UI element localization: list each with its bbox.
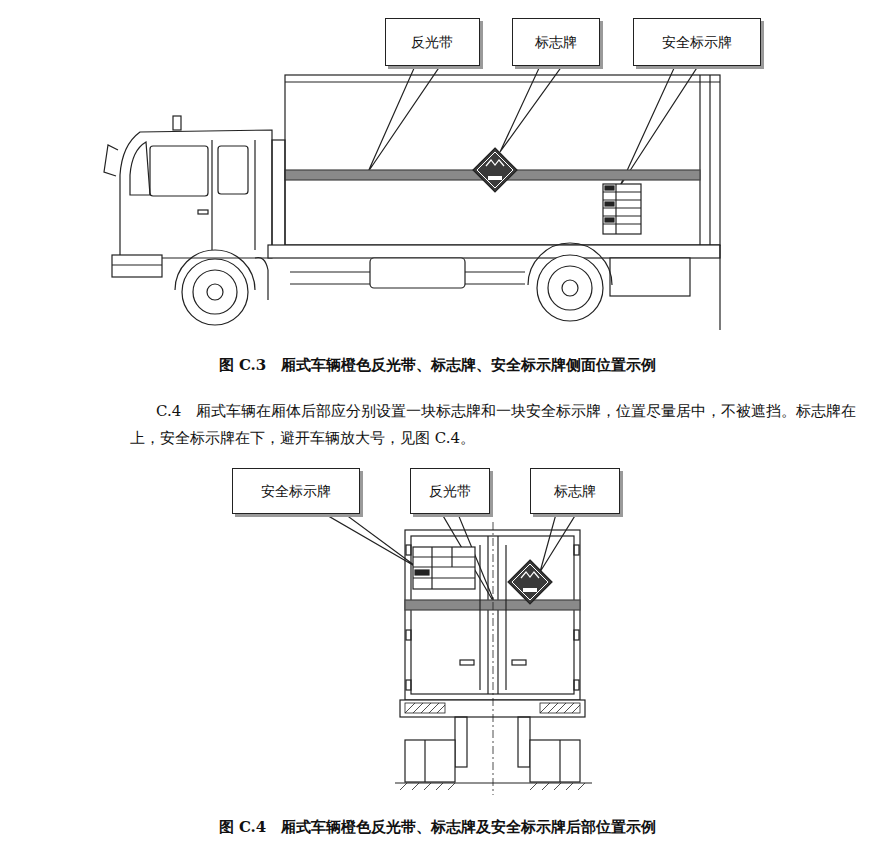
callout-text: 安全标示牌 xyxy=(662,34,732,51)
reflective-band xyxy=(405,600,580,610)
callout-box: 反光带 xyxy=(385,18,480,66)
safety-plate xyxy=(603,184,641,234)
callout-text: 标志牌 xyxy=(554,483,596,500)
callout-tail xyxy=(500,66,562,152)
callout-box: 反光带 xyxy=(410,468,490,514)
hazard-sign xyxy=(508,560,552,604)
callout-text: 反光带 xyxy=(429,483,471,500)
cargo-box xyxy=(285,75,720,245)
callout-tail xyxy=(325,514,418,568)
wheel xyxy=(175,250,255,325)
callout-tail xyxy=(540,514,576,572)
body-paragraph: C.4 厢式车辆在厢体后部应分别设置一块标志牌和一块安全标示牌，位置尽量居中，不… xyxy=(130,398,865,452)
callout-text: 标志牌 xyxy=(535,34,577,51)
figure-caption: 图 C.3 厢式车辆橙色反光带、标志牌、安全标示牌侧面位置示例 xyxy=(0,356,875,375)
callout-box: 安全标示牌 xyxy=(633,18,761,66)
truck-side-view xyxy=(104,66,720,330)
callout-text: 反光带 xyxy=(411,34,453,51)
safety-plate xyxy=(413,547,475,589)
truck-rear-view xyxy=(325,514,592,795)
figure-caption: 图 C.4 厢式车辆橙色反光带、标志牌及安全标示牌后部位置示例 xyxy=(0,818,875,837)
callout-box: 标志牌 xyxy=(512,18,600,66)
hazard-sign xyxy=(473,148,517,192)
callout-tail xyxy=(620,66,698,186)
callout-text: 安全标示牌 xyxy=(261,483,331,500)
cab xyxy=(104,116,285,277)
cargo-box-rear xyxy=(405,530,580,700)
wheel xyxy=(528,243,612,321)
callout-box: 安全标示牌 xyxy=(232,468,360,514)
callout-box: 标志牌 xyxy=(530,468,620,514)
